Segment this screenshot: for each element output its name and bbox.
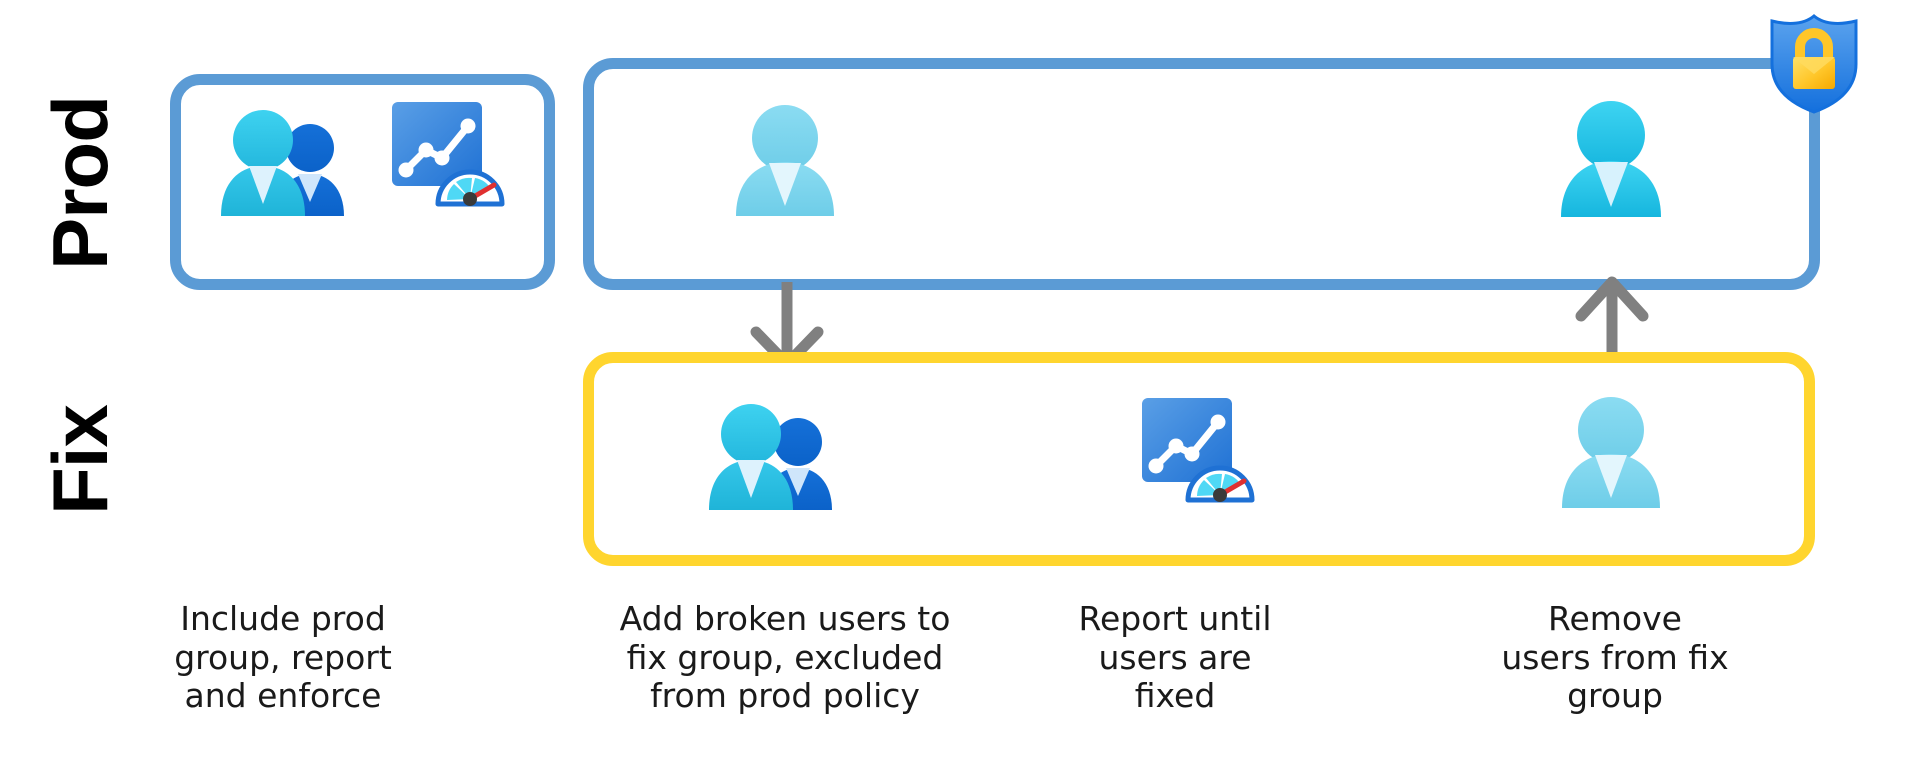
caption-line: users are (1098, 637, 1252, 677)
row-label-fix-text: Fix (35, 405, 124, 515)
caption-line: Add broken users to (619, 599, 951, 638)
caption-line: users from fix (1501, 637, 1729, 677)
caption-line: fixed (1134, 676, 1216, 716)
row-label-fix: Fix (20, 355, 140, 565)
caption-line: group, report (174, 637, 392, 677)
caption-line: Report until (1078, 599, 1272, 638)
user-icon (1548, 95, 1674, 217)
caption-line: and enforce (184, 676, 382, 716)
row-label-prod: Prod (20, 78, 140, 288)
report-dashboard-icon (1140, 396, 1258, 506)
user-icon (1548, 392, 1674, 508)
caption-include-prod-group: Include prod group, report and enforce (172, 599, 394, 716)
caption-line: fix group, excluded (626, 637, 944, 677)
report-dashboard-icon (390, 100, 508, 210)
caption-report-until-fixed: Report until users are fixed (1050, 599, 1300, 716)
caption-line: Remove (1548, 599, 1682, 638)
shield-lock-icon (1762, 12, 1866, 116)
caption-line: group (1567, 676, 1663, 716)
user-icon (722, 100, 848, 216)
users-group-icon (706, 398, 846, 510)
row-label-prod-text: Prod (36, 96, 125, 270)
users-group-icon (218, 104, 358, 216)
caption-add-broken-users: Add broken users to fix group, excluded … (590, 599, 980, 716)
caption-remove-users: Remove users from fix group (1470, 599, 1760, 716)
caption-line: from prod policy (650, 676, 920, 716)
caption-line: Include prod (180, 599, 386, 638)
